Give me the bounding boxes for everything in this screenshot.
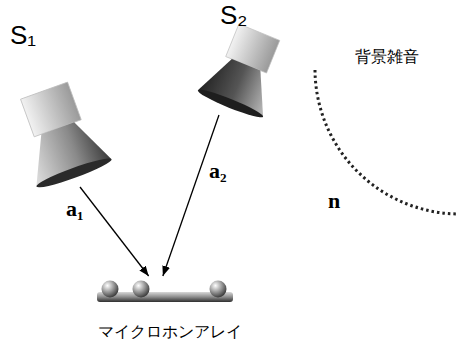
- speaker-node: S₁: [8, 22, 108, 187]
- speaker-node: S₂: [190, 2, 285, 115]
- speaker-icon: [6, 77, 113, 191]
- region-label: 背景雑音: [355, 47, 419, 66]
- microphone-array: [97, 281, 233, 303]
- vector-label: a₁: [66, 198, 84, 220]
- noise-symbol: n: [328, 190, 340, 212]
- speaker-icon: [196, 19, 292, 121]
- vector-label: a₂: [209, 160, 227, 182]
- speaker-label: S₁: [10, 22, 36, 48]
- signal-arrow: [163, 115, 219, 276]
- signal-arrow: [80, 187, 149, 276]
- array-label: マイクロホンアレイ: [81, 322, 259, 341]
- speaker-label: S₂: [220, 2, 247, 28]
- array-node: マイクロホンアレイ: [81, 276, 259, 346]
- noise-boundary: [315, 70, 458, 214]
